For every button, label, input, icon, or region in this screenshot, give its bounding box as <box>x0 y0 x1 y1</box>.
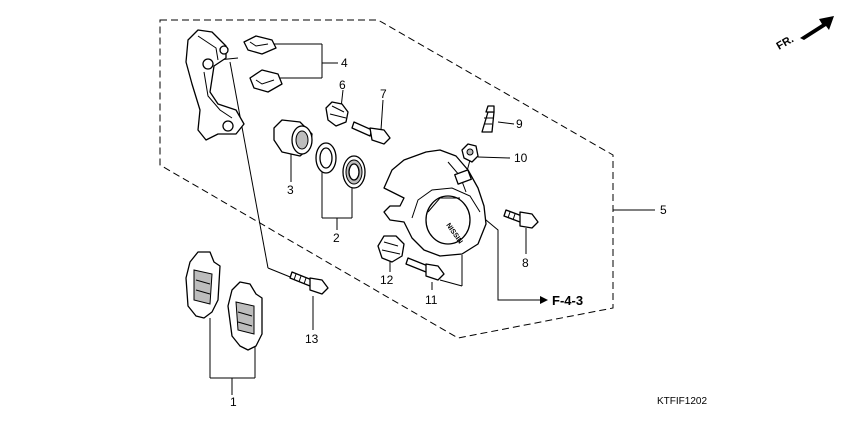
dust-seal <box>342 155 366 189</box>
callout-2: 2 <box>333 231 340 245</box>
callout-6: 6 <box>339 78 346 92</box>
pad-spring-upper <box>243 35 277 55</box>
pin-boot-12 <box>377 235 405 263</box>
caliper-bolt-8 <box>503 209 539 229</box>
caliper-bracket <box>185 29 245 141</box>
callout-9: 9 <box>516 117 523 131</box>
callout-8: 8 <box>522 256 529 270</box>
bracket-bolt-13 <box>289 271 329 295</box>
callout-7: 7 <box>380 87 387 101</box>
callout-13: 13 <box>305 332 319 346</box>
pad-spring-lower <box>249 69 283 93</box>
callout-5: 5 <box>660 203 667 217</box>
slide-pin <box>351 121 391 145</box>
front-arrow-icon <box>800 16 834 40</box>
caliper-body <box>383 149 487 257</box>
pin-boot <box>325 101 349 127</box>
slide-pin-11 <box>405 257 445 281</box>
diagram-code: KTFIF1202 <box>657 396 707 407</box>
caliper-piston <box>273 119 313 157</box>
brake-pad-outer <box>185 251 221 319</box>
front-direction-label: FR. <box>775 33 796 52</box>
brake-pad-inner <box>227 281 263 351</box>
assembly-frame <box>159 19 614 339</box>
callout-1: 1 <box>230 395 237 409</box>
bleeder-cap <box>461 143 479 163</box>
piston-seal <box>315 142 337 174</box>
callout-3: 3 <box>287 183 294 197</box>
callout-11: 11 <box>425 293 438 307</box>
callout-4: 4 <box>341 56 348 70</box>
callout-10: 10 <box>514 151 528 165</box>
section-reference: F-4-3 <box>552 293 583 308</box>
leader-lines <box>209 43 655 395</box>
bleeder-screw <box>481 105 495 133</box>
callout-12: 12 <box>380 273 394 287</box>
